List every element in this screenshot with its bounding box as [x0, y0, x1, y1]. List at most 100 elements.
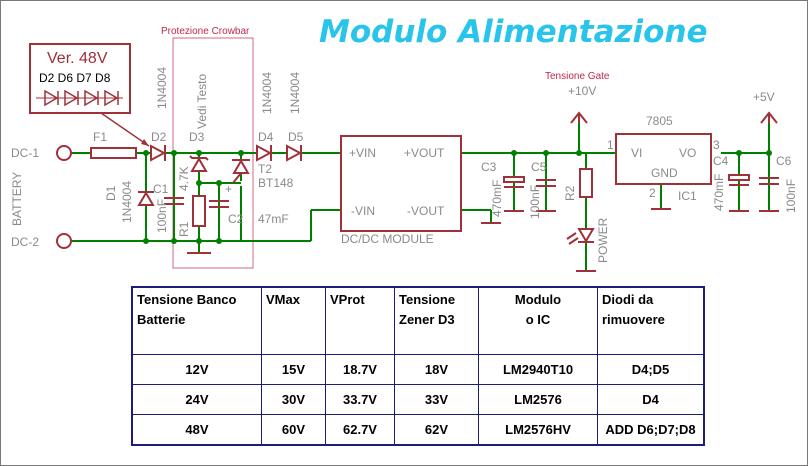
pointer-arrow: [100, 112, 150, 147]
label-pin3: 3: [713, 138, 720, 152]
label-c2-value: 47mF: [258, 212, 289, 226]
label-d1-value: 1N4004: [120, 181, 134, 223]
label-r1-value: 4.7K: [177, 166, 191, 191]
terminal-dc2-icon: [56, 233, 72, 249]
label-7805: 7805: [646, 114, 673, 128]
supply-arrow-10v-icon: [570, 111, 588, 124]
table-cell: 60V: [261, 413, 326, 446]
label-c3: C3: [481, 160, 497, 174]
label-tensione-gate: Tensione Gate: [545, 71, 610, 82]
label-vi: VI: [631, 146, 642, 160]
label-d5: D5: [288, 130, 304, 144]
table-cell: 62V: [394, 413, 479, 446]
table-cell: LM2940T10: [478, 354, 598, 386]
resistor-r1-icon: [192, 195, 206, 227]
table-row: 24V 30V 33.7V 33V LM2576 D4: [131, 384, 705, 415]
version-diodes: D2 D6 D7 D8: [39, 71, 111, 85]
table-header-row: Tensione Banco Batterie VMax VProt Tensi…: [131, 286, 705, 356]
page-title: Modulo Alimentazione: [319, 14, 708, 50]
configuration-table: Tensione Banco Batterie VMax VProt Tensi…: [131, 286, 705, 446]
label-gnd: GND: [651, 166, 678, 180]
table-row: 48V 60V 62.7V 62V LM2576HV ADD D6;D7;D8: [131, 413, 705, 446]
version-title: Ver. 48V: [47, 50, 108, 67]
table-cell: 48V: [131, 413, 262, 446]
version-box: Ver. 48V D2 D6 D7 D8: [29, 43, 150, 147]
capacitor-c1-icon: [164, 197, 184, 205]
crowbar-label: Protezione Crowbar: [161, 26, 250, 37]
table-cell: 62.7V: [325, 413, 395, 446]
supply-arrow-5v-icon: [760, 111, 778, 124]
table-cell: 33V: [394, 384, 479, 415]
label-pin1: 1: [607, 138, 614, 152]
capacitor-c5-icon: [536, 179, 556, 187]
label-dc1: DC-1: [11, 146, 39, 160]
label-f1: F1: [93, 130, 107, 144]
label-vo: VO: [679, 146, 696, 160]
label-t2: T2: [258, 162, 272, 176]
table-cell: 18.7V: [325, 354, 395, 386]
zener-d3-icon: [189, 155, 209, 172]
label-vout-plus: +VOUT: [404, 146, 445, 160]
label-vin-plus: +VIN: [349, 146, 376, 160]
label-d1: D1: [104, 185, 118, 201]
label-dcdc: DC/DC MODULE: [341, 232, 434, 246]
label-d4-value: 1N4004: [260, 72, 274, 114]
c2-plus: +: [225, 182, 232, 196]
label-d5-value: 1N4004: [288, 72, 302, 114]
label-battery: BATTERY: [10, 172, 24, 226]
label-c6: C6: [776, 154, 792, 168]
label-d2: D2: [151, 130, 167, 144]
header-vmax: VMax: [261, 286, 326, 356]
dcdc-module-box: [340, 135, 462, 232]
table-cell: LM2576: [478, 384, 598, 415]
label-r2: R2: [563, 185, 577, 201]
label-vedi-testo: Vedi Testo: [195, 74, 209, 129]
table-cell: 18V: [394, 354, 479, 386]
header-tensione-banco: Tensione Banco Batterie: [131, 286, 262, 356]
label-d2-value: 1N4004: [155, 67, 169, 109]
ground-symbols: [187, 208, 779, 272]
label-c1: C1: [153, 182, 169, 196]
diode-d4-icon: [256, 144, 273, 162]
label-c2: C2: [228, 212, 244, 226]
capacitor-c3-icon: [503, 176, 525, 188]
label-c3-value: 470mF: [490, 180, 504, 217]
table-cell: 30V: [261, 384, 326, 415]
diode-d2-icon: [150, 144, 167, 162]
table-cell: 24V: [131, 384, 262, 415]
label-d4: D4: [258, 130, 274, 144]
table-cell: 15V: [261, 354, 326, 386]
table-cell: 12V: [131, 354, 262, 386]
series-diodes-icon: [44, 89, 119, 107]
capacitor-c2-icon: [209, 200, 229, 208]
header-zener: Tensione Zener D3: [394, 286, 479, 356]
scr-t2-icon: [232, 159, 250, 184]
label-plus10: +10V: [568, 84, 596, 98]
junctions: [143, 150, 772, 244]
label-c5: C5: [531, 160, 547, 174]
label-ic1: IC1: [678, 189, 697, 203]
table-cell: ADD D6;D7;D8: [597, 413, 705, 446]
header-vprot: VProt: [325, 286, 395, 356]
fuse-f1-icon: [90, 147, 137, 159]
table-cell: D4;D5: [597, 354, 705, 386]
label-r1: R1: [177, 221, 191, 237]
table-cell: D4: [597, 384, 705, 415]
label-dc2: DC-2: [11, 235, 39, 249]
label-d3: D3: [189, 130, 205, 144]
label-c5-value: 100nF: [528, 185, 542, 219]
regulator-ic1-box: [615, 133, 712, 185]
label-pin2: 2: [649, 186, 656, 200]
header-diodi: Diodi da rimuovere: [597, 286, 705, 356]
label-power: POWER: [596, 217, 610, 263]
label-c6-value: 100nF: [784, 179, 798, 213]
label-c4: C4: [713, 154, 729, 168]
label-c4-value: 470mF: [712, 174, 726, 211]
header-modulo: Modulo o IC: [478, 286, 598, 356]
capacitor-c6-icon: [759, 177, 779, 185]
label-vin-minus: -VIN: [351, 204, 375, 218]
diode-d1-icon: [137, 191, 155, 206]
terminal-dc1-icon: [56, 145, 72, 161]
